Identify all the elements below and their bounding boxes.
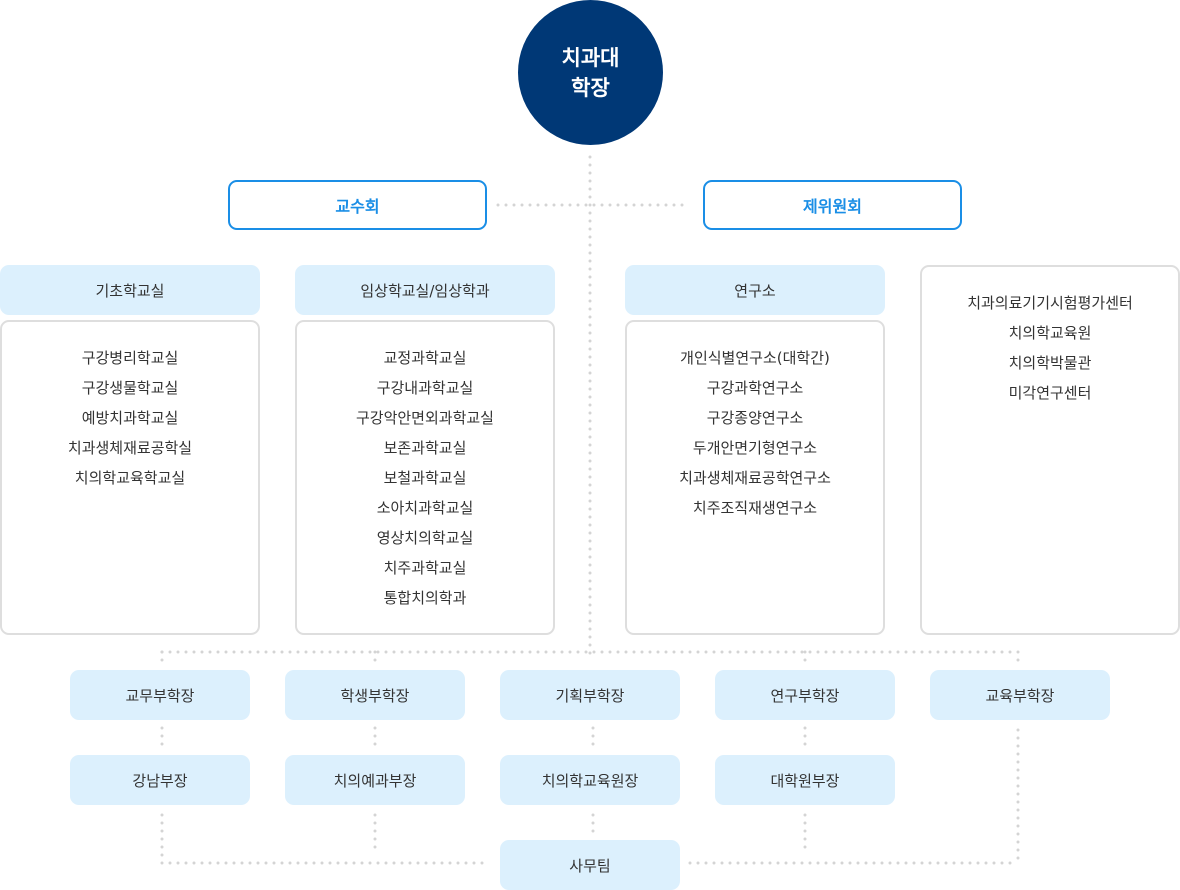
list-item: 보존과학교실	[383, 439, 467, 457]
list-item: 구강병리학교실	[81, 349, 179, 367]
basic-science-title: 기초학교실	[95, 281, 165, 300]
sub-unit-label: 강남부장	[132, 771, 188, 790]
vice-dean-label: 교육부학장	[985, 686, 1055, 705]
list-item: 영상치의학교실	[376, 529, 474, 547]
list-item: 두개안면기형연구소	[692, 439, 818, 457]
committees-node: 제위원회	[703, 180, 962, 230]
sub-unit-label: 치의학교육원장	[541, 771, 639, 790]
list-item: 치과의료기기시험평가센터	[967, 294, 1133, 312]
clinical-list: 교정과학교실 구강내과학교실 구강악안면외과학교실 보존과학교실 보철과학교실 …	[295, 320, 555, 635]
office-team-node: 사무팀	[500, 840, 680, 890]
vice-dean-label: 연구부학장	[770, 686, 840, 705]
dean-title-line2: 학장	[571, 75, 610, 100]
list-item: 통합치의학과	[383, 589, 467, 607]
list-item: 보철과학교실	[383, 469, 467, 487]
vice-dean-label: 학생부학장	[340, 686, 410, 705]
list-item: 소아치과학교실	[376, 499, 474, 517]
centers-list: 치과의료기기시험평가센터 치의학교육원 치의학박물관 미각연구센터	[920, 265, 1180, 635]
list-item: 치과생체재료공학실	[67, 439, 193, 457]
list-item: 치주과학교실	[383, 559, 467, 577]
list-item: 구강악안면외과학교실	[355, 409, 494, 427]
faculty-council-node: 교수회	[228, 180, 487, 230]
vice-dean-research-node: 연구부학장	[715, 670, 895, 720]
basic-science-header: 기초학교실	[0, 265, 260, 315]
vice-dean-academic-node: 교무부학장	[70, 670, 250, 720]
list-item: 치주조직재생연구소	[692, 499, 818, 517]
list-item: 구강내과학교실	[376, 379, 474, 397]
list-item: 치의학박물관	[1008, 354, 1092, 372]
list-item: 예방치과학교실	[81, 409, 179, 427]
sub-unit-label: 대학원부장	[770, 771, 840, 790]
vice-dean-label: 기획부학장	[555, 686, 625, 705]
dean-node: 치과대 학장	[518, 0, 663, 145]
list-item: 치의학교육학교실	[74, 469, 186, 487]
gangnam-director-node: 강남부장	[70, 755, 250, 805]
vice-dean-education-node: 교육부학장	[930, 670, 1110, 720]
graduate-director-node: 대학원부장	[715, 755, 895, 805]
dean-title-line1: 치과대	[561, 45, 620, 70]
list-item: 치과생체재료공학연구소	[679, 469, 831, 487]
faculty-council-label: 교수회	[335, 197, 380, 216]
list-item: 구강종양연구소	[706, 409, 804, 427]
clinical-header: 임상학교실/임상학과	[295, 265, 555, 315]
dental-education-director-node: 치의학교육원장	[500, 755, 680, 805]
office-team-label: 사무팀	[569, 856, 611, 875]
sub-unit-label: 치의예과부장	[333, 771, 417, 790]
research-institute-list: 개인식별연구소(대학간) 구강과학연구소 구강종양연구소 두개안면기형연구소 치…	[625, 320, 885, 635]
list-item: 교정과학교실	[383, 349, 467, 367]
research-institute-title: 연구소	[734, 281, 776, 300]
clinical-title: 임상학교실/임상학과	[360, 281, 490, 300]
list-item: 개인식별연구소(대학간)	[680, 349, 830, 367]
basic-science-list: 구강병리학교실 구강생물학교실 예방치과학교실 치과생체재료공학실 치의학교육학…	[0, 320, 260, 635]
vice-dean-label: 교무부학장	[125, 686, 195, 705]
list-item: 치의학교육원	[1008, 324, 1092, 342]
list-item: 구강과학연구소	[706, 379, 804, 397]
list-item: 구강생물학교실	[81, 379, 179, 397]
vice-dean-student-node: 학생부학장	[285, 670, 465, 720]
vice-dean-planning-node: 기획부학장	[500, 670, 680, 720]
list-item: 미각연구센터	[1008, 384, 1092, 402]
predental-director-node: 치의예과부장	[285, 755, 465, 805]
research-institute-header: 연구소	[625, 265, 885, 315]
committees-label: 제위원회	[803, 197, 862, 216]
